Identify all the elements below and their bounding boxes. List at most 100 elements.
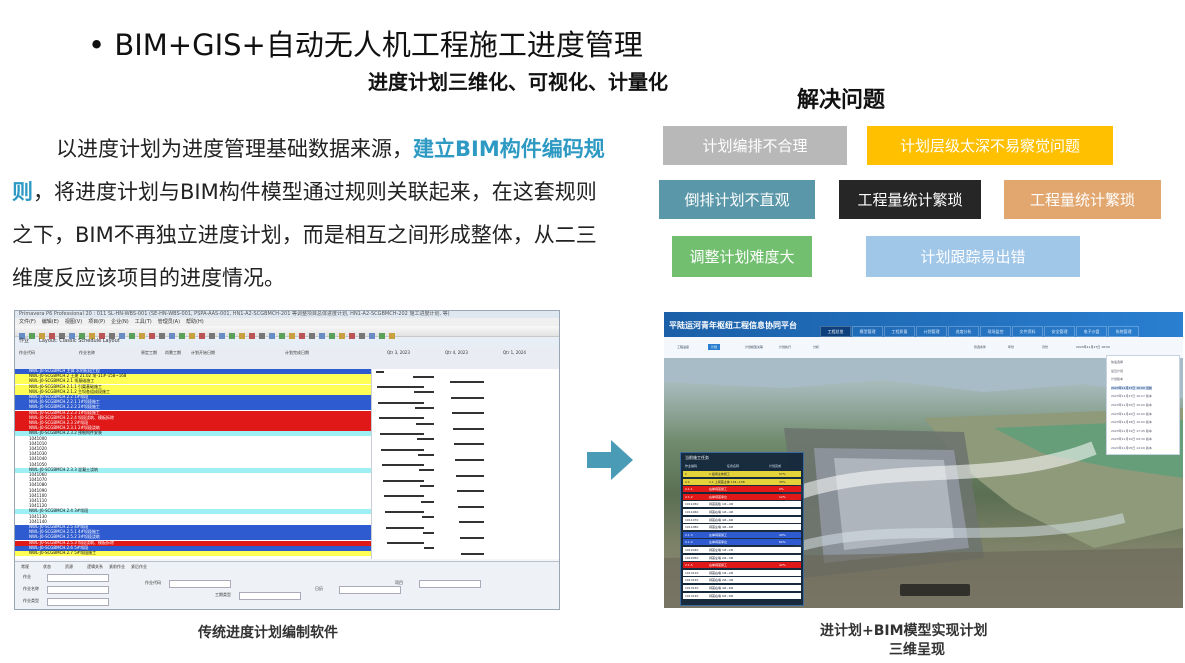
table-row[interactable]: NWL-J0-SCGBMCH.2.3 2#坝段 <box>15 420 371 426</box>
detail-field[interactable] <box>239 592 301 600</box>
filter-label[interactable]: 筛选条件 <box>974 345 987 349</box>
table-row[interactable]: 1041110 <box>15 498 371 504</box>
detail-tab[interactable]: 资源 <box>65 564 73 569</box>
nav-tab[interactable]: 模型管理 <box>852 326 883 337</box>
sub-tab[interactable]: 分析 <box>813 345 820 349</box>
table-row[interactable]: NWL-J0-SCGBMCH.2.3.3 混凝土浇筑 <box>15 467 371 473</box>
sub-tab[interactable]: 计划 <box>708 344 721 350</box>
dropdown-item[interactable]: 2023年11月10日 09:30 版本 <box>1111 437 1152 442</box>
filter-label[interactable]: 月份 <box>1042 345 1049 349</box>
table-row[interactable]: NWL-J0-SCGBMCH.2.5.1 4#坝段施工 <box>15 529 371 536</box>
detail-field[interactable] <box>47 574 109 582</box>
table-row[interactable]: NWL-J0-SCGBMCH.2.1.2 主坝各组成段施工 <box>15 389 371 395</box>
menu-item[interactable]: 视图(V) <box>64 319 83 325</box>
dropdown-item[interactable]: 2023年11月27日 18:00 当前 <box>1111 385 1152 390</box>
table-row[interactable]: NWL-J0-SCGBMCH.2.1 坝基础施工 <box>15 378 371 385</box>
nav-tab[interactable]: 现场监控 <box>980 326 1011 337</box>
toolbar-icon[interactable] <box>249 333 255 339</box>
table-row[interactable]: NWL-J0-SCGBMCH.2.2.4 坝段浇筑、模板拆除 <box>15 415 371 421</box>
toolbar-icon[interactable] <box>189 333 195 339</box>
table-row[interactable]: NWL-J0-SCGBMCH.2.5.3 坝段浇筑、模板拆除 <box>15 540 371 546</box>
detail-tab[interactable]: 紧后作业 <box>131 564 147 569</box>
column-header[interactable]: 原定工期 <box>141 350 157 355</box>
nav-tab[interactable]: 文件资料 <box>1012 326 1043 337</box>
sub-tab[interactable]: 工程进度 <box>677 345 690 349</box>
detail-tab[interactable]: 紧前作业 <box>109 564 125 569</box>
table-row[interactable]: NWL-J0-SCGBMCH.2.2.2 2#坝段施工 <box>15 404 371 411</box>
nav-tab[interactable]: 进度分析 <box>948 326 979 337</box>
toolbar-icon[interactable] <box>149 333 155 339</box>
table-row[interactable]: NWL-J0-SCGBMCH.2.3.1 2#坝段浇筑 <box>15 425 371 432</box>
table-row[interactable]: NWL-J0-SCGBMCH.2.2 1#坝段 <box>15 394 371 400</box>
toolbar-icon[interactable] <box>39 333 45 339</box>
table-row[interactable]: NWL-J0-SCGBMCH.2.4 3#坝段 <box>15 508 371 515</box>
toolbar-icon[interactable] <box>209 333 215 339</box>
detail-field[interactable] <box>47 586 109 594</box>
table-row[interactable]: NWL-J0-SCGBMCH.2.3.2 预制构件安装 <box>15 430 371 437</box>
column-header[interactable]: 作业名称 <box>79 350 95 355</box>
toolbar-icon[interactable] <box>359 333 365 339</box>
toolbar-icon[interactable] <box>19 333 25 339</box>
table-row[interactable]: 1041080 <box>15 482 371 489</box>
detail-tab[interactable]: 状态 <box>43 564 51 569</box>
toolbar-icon[interactable] <box>119 333 125 339</box>
table-row[interactable]: 1041090 <box>15 488 371 494</box>
menu-item[interactable]: 管理员(A) <box>157 319 181 325</box>
table-row[interactable]: 1041000 <box>15 436 371 442</box>
table-row[interactable]: NWL-J0-SCGBMCH.2.1.1 引渠基础施工 <box>15 384 371 390</box>
toolbar-icon[interactable] <box>269 333 275 339</box>
nav-tab[interactable]: 计划管理 <box>916 326 947 337</box>
table-row[interactable]: NWL-J0-SCGBMCH 主体 水利枢纽工程 <box>15 369 371 374</box>
toolbar-icon[interactable] <box>29 333 35 339</box>
menu-item[interactable]: 项目(P) <box>88 319 106 325</box>
table-row[interactable]: NWL-J0-SCGBMCH.2 土建 21.02 坝-11#-158~168 <box>15 373 371 380</box>
table-row[interactable]: 1041010 <box>15 441 371 447</box>
dropdown-item[interactable]: 计划版本 <box>1111 377 1124 382</box>
dropdown-item[interactable]: 2023年11月25日 15:00 版本 <box>1111 403 1152 407</box>
column-header[interactable]: 尚需工期 <box>165 350 181 355</box>
toolbar-icon[interactable] <box>229 333 235 339</box>
table-row[interactable]: 1041050 <box>15 462 371 468</box>
toolbar-icon[interactable] <box>329 333 335 339</box>
table-row[interactable]: 1041130 <box>15 514 371 520</box>
table-row[interactable]: 1041060 <box>15 472 371 478</box>
menu-item[interactable]: 帮助(H) <box>186 319 204 325</box>
detail-field[interactable] <box>169 580 231 588</box>
toolbar-icon[interactable] <box>199 333 205 339</box>
nav-tab[interactable]: 工程质量 <box>884 326 915 337</box>
toolbar-icon[interactable] <box>369 333 375 339</box>
column-header[interactable]: 计划完成日期 <box>285 350 309 355</box>
view-toolbar[interactable] <box>900 584 970 596</box>
menu-item[interactable]: 文件(F) <box>19 319 36 325</box>
toolbar-icon[interactable] <box>219 333 225 339</box>
table-row[interactable]: NWL-J0-SCGBMCH.2.2.1 1#坝段施工 <box>15 399 371 406</box>
dropdown-item[interactable]: 最近计划 <box>1111 368 1124 373</box>
toolbar-icon[interactable] <box>69 333 75 339</box>
nav-tab[interactable]: 安全管理 <box>1044 326 1075 337</box>
dropdown-item[interactable]: 2023年11月05日 14:00 版本 <box>1111 446 1152 450</box>
menu-item[interactable]: 工具(T) <box>134 319 152 325</box>
toolbar-icon[interactable] <box>259 333 265 339</box>
table-row[interactable]: 1041070 <box>15 477 371 484</box>
toolbar-icon[interactable] <box>109 333 115 339</box>
toolbar-icon[interactable] <box>179 333 185 339</box>
table-row[interactable]: NWL-J0-SCGBMCH.2.6 5#坝段 <box>15 545 371 551</box>
table-row[interactable]: NWL-J0-SCGBMCH.2.5 4#坝段 <box>15 524 371 530</box>
table-row[interactable]: 1041020 <box>15 446 371 452</box>
dropdown-item[interactable]: 2023年11月15日 17:45 版本 <box>1111 428 1152 433</box>
